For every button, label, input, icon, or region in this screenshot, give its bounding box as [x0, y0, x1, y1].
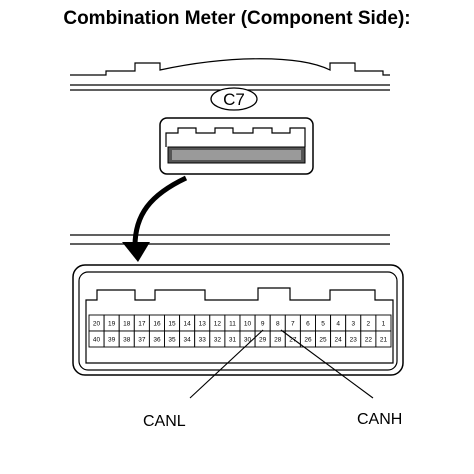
pin-number: 28	[274, 336, 282, 343]
diagram-title: Combination Meter (Component Side):	[63, 8, 411, 29]
pin-number: 25	[319, 336, 327, 343]
canh-label: CANH	[357, 411, 402, 428]
pin-number: 3	[351, 320, 355, 327]
pin-number: 9	[261, 320, 265, 327]
canl-label: CANL	[143, 413, 186, 430]
pin-number: 26	[304, 336, 312, 343]
pin-number: 4	[336, 320, 340, 327]
pin-number: 2	[367, 320, 371, 327]
pin-number: 37	[138, 336, 146, 343]
pin-number: 31	[229, 336, 237, 343]
meter-housing-outline	[70, 58, 390, 91]
pin-number: 29	[259, 336, 267, 343]
callout-leaders	[189, 329, 374, 399]
pin-number: 22	[365, 336, 373, 343]
pin-number: 13	[199, 320, 207, 327]
canl-leader-line	[189, 329, 264, 399]
pin-number: 18	[123, 320, 131, 327]
pin-number: 35	[168, 336, 176, 343]
pin-number: 33	[199, 336, 207, 343]
pin-number: 32	[214, 336, 222, 343]
pin-number: 17	[138, 320, 146, 327]
pin-number: 30	[244, 336, 252, 343]
pin-number: 24	[335, 336, 343, 343]
pin-number: 7	[291, 320, 295, 327]
insertion-arrow	[122, 175, 188, 262]
pin-number: 19	[108, 320, 116, 327]
pin-number: 23	[350, 336, 358, 343]
connector-code-badge: C7	[210, 87, 258, 111]
pin-number: 1	[382, 320, 386, 327]
meter-body-lines	[70, 234, 390, 245]
pin-number: 11	[229, 320, 236, 327]
pin-number: 38	[123, 336, 131, 343]
pin-number: 36	[153, 336, 161, 343]
connector-code: C7	[223, 90, 245, 109]
connector-plug	[159, 117, 314, 175]
meter-connector	[72, 264, 404, 376]
pin-number: 39	[108, 336, 116, 343]
pin-number: 27	[289, 336, 297, 343]
pin-number: 20	[93, 320, 101, 327]
pin-number: 10	[244, 320, 252, 327]
pin-number: 6	[306, 320, 310, 327]
pin-cell	[375, 330, 392, 348]
pin-number: 34	[184, 336, 192, 343]
pin-number: 40	[93, 336, 101, 343]
pin-number: 8	[276, 320, 280, 327]
pin-number: 15	[168, 320, 176, 327]
canh-leader-line	[280, 329, 374, 399]
pin-number: 14	[184, 320, 192, 327]
pin-number: 12	[214, 320, 222, 327]
pin-number: 16	[153, 320, 161, 327]
pin-number: 21	[380, 336, 388, 343]
pin-number: 5	[321, 320, 325, 327]
